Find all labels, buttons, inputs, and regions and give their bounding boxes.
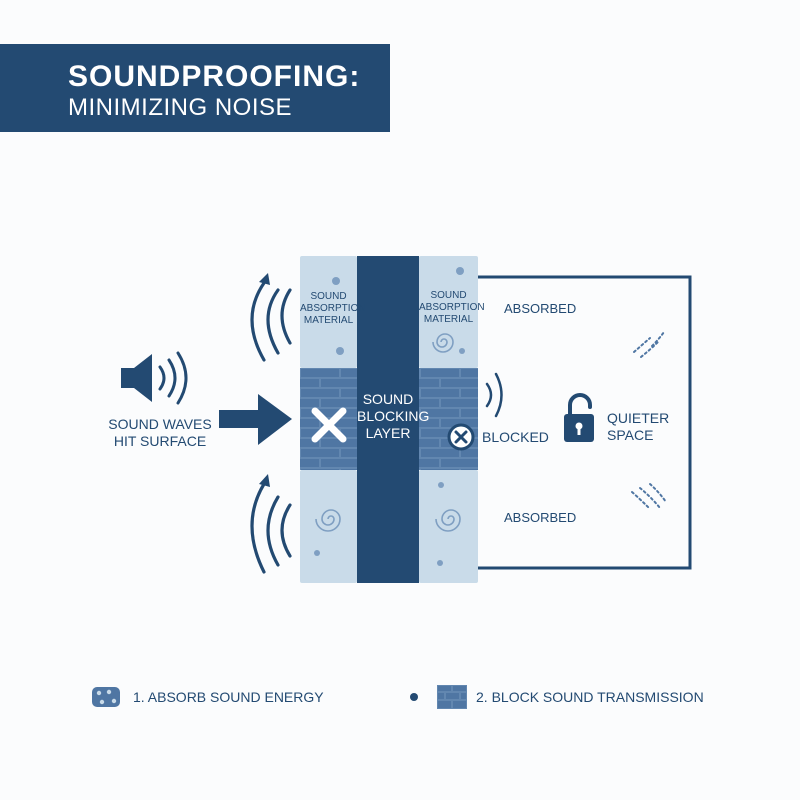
- blocked-x-icon: [311, 407, 347, 443]
- legend-item-block: 2. BLOCK SOUND TRANSMISSION: [476, 689, 704, 705]
- absorbed-top-label: ABSORBED: [504, 301, 577, 316]
- right-absorption-bottom: [419, 470, 478, 583]
- speaker-icon: [121, 351, 188, 405]
- source-label-line2: HIT SURFACE: [113, 432, 207, 449]
- left-absorption-line1: SOUND: [310, 291, 347, 302]
- right-absorption-label: SOUND ABSORPTION MATERIAL: [419, 290, 485, 326]
- quieter-space-label: QUIETER SPACE: [607, 410, 669, 444]
- foam-dots: [314, 267, 465, 566]
- left-absorption-line2: ABSORPTION: [300, 303, 366, 314]
- blocking-layer: [357, 256, 419, 583]
- source-label: SOUND WAVES HIT SURFACE: [100, 416, 220, 450]
- page-subtitle: MINIMIZING NOISE: [68, 94, 292, 121]
- right-absorption-line2: ABSORPTION: [419, 302, 485, 313]
- incoming-arrow: [219, 394, 292, 445]
- source-label-line1: SOUND WAVES: [108, 416, 212, 432]
- legend-bullet: [410, 693, 418, 701]
- brick-icon: [437, 685, 467, 709]
- left-absorption-top: [300, 256, 357, 368]
- blocking-layer-label: SOUND BLOCKING LAYER: [357, 391, 430, 441]
- right-brick-section: [419, 368, 478, 470]
- room-outline: [478, 275, 692, 570]
- residual-waves: [631, 331, 667, 509]
- absorption-swirls: [315, 333, 461, 532]
- reflected-waves-bottom: [250, 474, 292, 574]
- right-absorption-line3: MATERIAL: [423, 314, 474, 325]
- blocking-line1: SOUND: [362, 391, 414, 407]
- quieter-line2: SPACE: [607, 426, 654, 443]
- left-brick-section: [300, 368, 357, 470]
- quieter-line1: QUIETER: [607, 410, 670, 426]
- blocked-label: BLOCKED: [482, 429, 549, 445]
- right-absorption-line1: SOUND: [430, 290, 467, 301]
- blocked-circle-x-icon: [447, 423, 475, 451]
- transmitted-waves: [485, 372, 503, 418]
- title-banner: [0, 44, 390, 132]
- padlock-icon: [564, 393, 594, 442]
- left-absorption-bottom: [300, 470, 357, 583]
- absorbed-bottom-label: ABSORBED: [504, 510, 577, 525]
- reflected-waves-top: [250, 273, 292, 362]
- foam-icon: [92, 687, 120, 707]
- blocking-line3: LAYER: [365, 424, 411, 441]
- page-title: SOUNDPROOFING:: [68, 60, 361, 93]
- left-absorption-line3: MATERIAL: [303, 315, 354, 326]
- left-absorption-label: SOUND ABSORPTION MATERIAL: [300, 291, 366, 327]
- right-absorption-top: [419, 256, 478, 368]
- legend-item-absorb: 1. ABSORB SOUND ENERGY: [133, 689, 324, 705]
- blocking-line2: BLOCKING: [357, 407, 430, 424]
